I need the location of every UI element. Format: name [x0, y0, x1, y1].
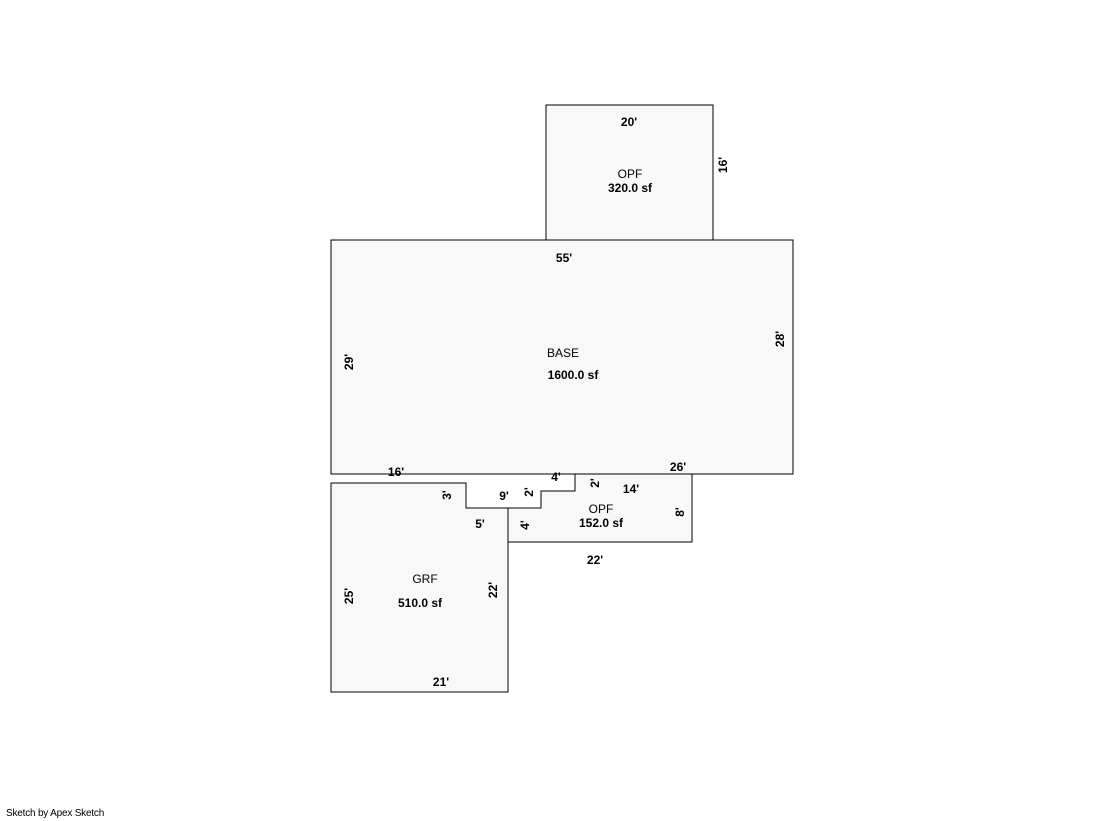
grf-dim-right: 22' — [486, 582, 500, 598]
base-dim-right: 28' — [773, 331, 787, 347]
grf-dim-notch-vertical: 3' — [440, 490, 454, 500]
opf-bottom-dim-top: 14' — [623, 482, 639, 496]
grf-label: GRF — [412, 572, 437, 586]
base-dim-bottom: 26' — [670, 460, 686, 474]
grf-dim-notch-horizontal: 5' — [475, 517, 485, 531]
opf-top-outline — [545, 104, 714, 241]
base-dim-top: 55' — [556, 251, 572, 265]
opf-top-label: OPF — [618, 167, 643, 181]
base-dim-left: 29' — [342, 354, 356, 370]
grf-dim-top: 16' — [388, 465, 404, 479]
opf-bottom-dim-step-a: 2' — [522, 487, 536, 497]
footer-credit: Sketch by Apex Sketch — [6, 808, 105, 819]
base-label: BASE — [547, 346, 579, 360]
base-outline — [330, 239, 794, 475]
grf-outline — [330, 482, 509, 693]
opf-top-dim-top: 20' — [621, 115, 637, 129]
base-size: 1600.0 sf — [548, 368, 600, 382]
grf-size: 510.0 sf — [398, 596, 443, 610]
grf-dim-left: 25' — [342, 588, 356, 604]
grf-dim-bottom: 21' — [433, 675, 449, 689]
opf-bottom-dim-left: 4' — [518, 520, 532, 530]
opf-top-dim-right: 16' — [716, 157, 730, 173]
opf-bottom-dim-bottom: 22' — [587, 553, 603, 567]
opf-bottom-outline — [507, 473, 693, 543]
opf-bottom-label: OPF — [589, 502, 614, 516]
opf-bottom-dim-step-d: 9' — [499, 489, 509, 503]
opf-bottom-dim-step-b: 4' — [551, 470, 561, 484]
opf-bottom-dim-right: 8' — [673, 507, 687, 517]
opf-bottom-dim-step-c: 2' — [588, 478, 602, 488]
opf-bottom-size: 152.0 sf — [579, 516, 624, 530]
opf-top-size: 320.0 sf — [608, 181, 653, 195]
